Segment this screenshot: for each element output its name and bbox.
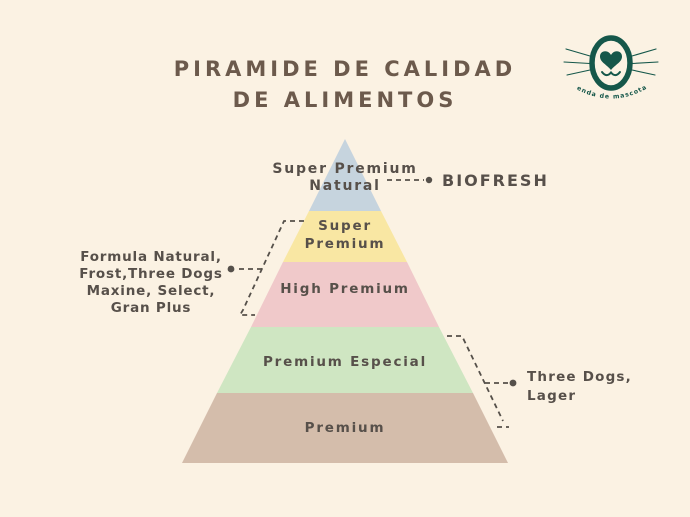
- annotation-biofresh: BIOFRESH: [442, 171, 549, 190]
- biofresh-connector-dot: [425, 176, 433, 184]
- page-title: PIRAMIDE DE CALIDAD DE ALIMENTOS: [0, 54, 690, 116]
- right-bracket-line: [447, 335, 509, 428]
- pet-store-logo-icon: tienda de mascotas: [563, 18, 659, 101]
- pyramid-level-high-premium: [251, 262, 439, 327]
- label-super-premium-natural: Super Premium Natural: [272, 161, 418, 194]
- right-connector-dot: [509, 379, 517, 387]
- logo-ring: [589, 35, 633, 91]
- label-high-premium: High Premium: [280, 281, 410, 297]
- label-premium: Premium: [304, 420, 386, 436]
- pyramid-level-premium: [182, 393, 508, 463]
- cat-mouth-icon: [601, 70, 621, 77]
- cat-whiskers-icon: [563, 48, 659, 76]
- annotation-right-brands: Three Dogs, Lager: [527, 369, 632, 404]
- left-connector-dot: [227, 265, 235, 273]
- page-title-line2: DE ALIMENTOS: [232, 88, 458, 112]
- pyramid-level-premium-especial: [217, 327, 473, 393]
- pyramid-level-super-premium: [283, 211, 407, 262]
- cat-nose-icon: [600, 51, 622, 70]
- page-title-line1: PIRAMIDE DE CALIDAD: [173, 57, 517, 81]
- left-bracket-line: [238, 220, 304, 316]
- label-super-premium: Super Premium: [304, 218, 386, 252]
- pyramid-level-super-premium-natural: [309, 139, 381, 211]
- label-premium-especial: Premium Especial: [262, 354, 428, 370]
- annotation-left-brands: Formula Natural, Frost,Three Dogs Maxine…: [79, 249, 223, 316]
